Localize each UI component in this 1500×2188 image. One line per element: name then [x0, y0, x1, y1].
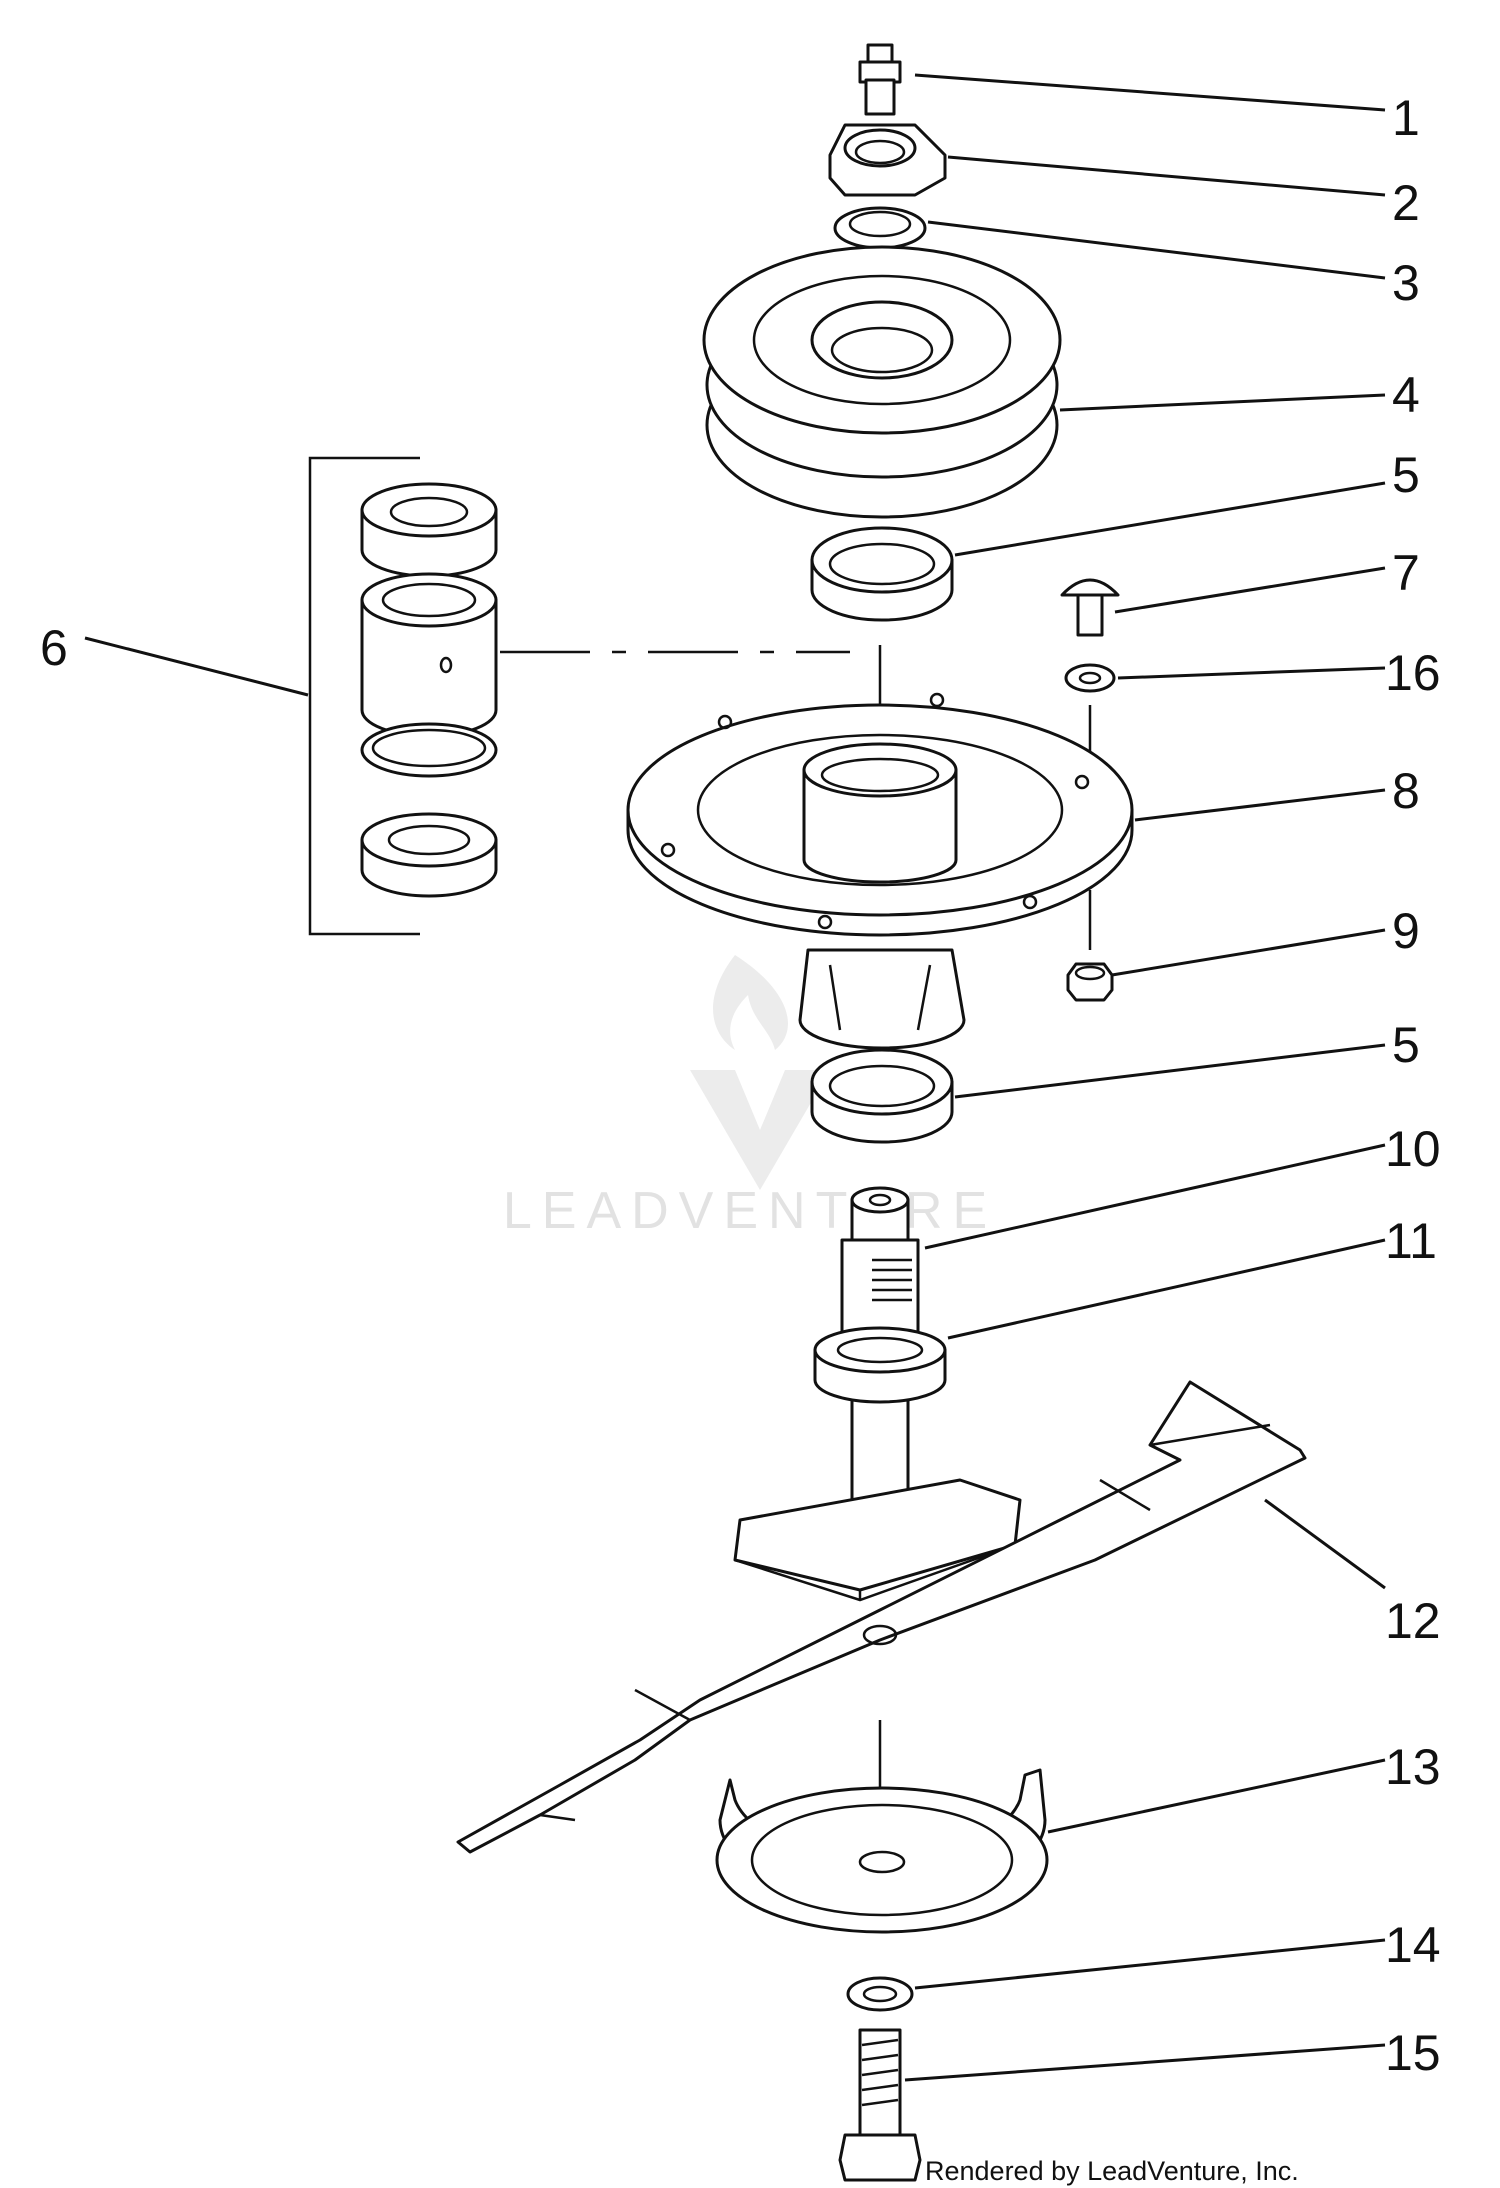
callout-10: 10 — [1385, 1121, 1441, 1177]
bearing-kit — [308, 456, 498, 936]
callout-2: 2 — [1392, 175, 1420, 231]
pulley — [702, 245, 1062, 519]
callout-11: 11 — [1385, 1213, 1437, 1269]
flange-nut — [1066, 962, 1114, 1002]
render-credit: Rendered by LeadVenture, Inc. — [925, 2156, 1299, 2186]
bearing-kit-bracket — [308, 456, 420, 936]
carriage-bolt — [1060, 578, 1120, 637]
callout-9: 9 — [1392, 903, 1420, 959]
callout-6: 6 — [40, 620, 68, 676]
callout-15: 15 — [1385, 2025, 1441, 2081]
shaft-spacer — [813, 1326, 947, 1404]
watermark-text: LEADVENTURE — [503, 1182, 997, 1240]
blade-bolt — [838, 2028, 922, 2182]
bearing-cup-upper — [810, 526, 954, 622]
callout-7: 7 — [1392, 545, 1420, 601]
mower-blade — [456, 1380, 1307, 1854]
callout-14: 14 — [1385, 1917, 1441, 1973]
callout-5-upper: 5 — [1392, 447, 1420, 503]
blade-lock-washer — [846, 1976, 914, 2012]
callout-12: 12 — [1385, 1593, 1441, 1649]
lock-washer — [1064, 663, 1116, 693]
grease-fitting — [858, 43, 902, 116]
leader-lines — [84, 73, 1386, 2082]
hex-nut — [828, 123, 947, 197]
callout-13: 13 — [1385, 1739, 1441, 1795]
spindle-housing — [626, 692, 1134, 1050]
bearing-cup-lower — [810, 1048, 954, 1144]
callout-3: 3 — [1392, 255, 1420, 311]
blade-cup — [715, 1768, 1049, 1934]
callout-8: 8 — [1392, 763, 1420, 819]
callout-5-lower: 5 — [1392, 1017, 1420, 1073]
callout-4: 4 — [1392, 367, 1420, 423]
callout-1: 1 — [1392, 90, 1420, 146]
callout-labels: 1 2 3 4 5 7 16 6 8 9 5 10 11 12 13 14 15 — [40, 90, 1441, 2081]
callout-16: 16 — [1385, 645, 1441, 701]
washer-top — [833, 206, 927, 250]
